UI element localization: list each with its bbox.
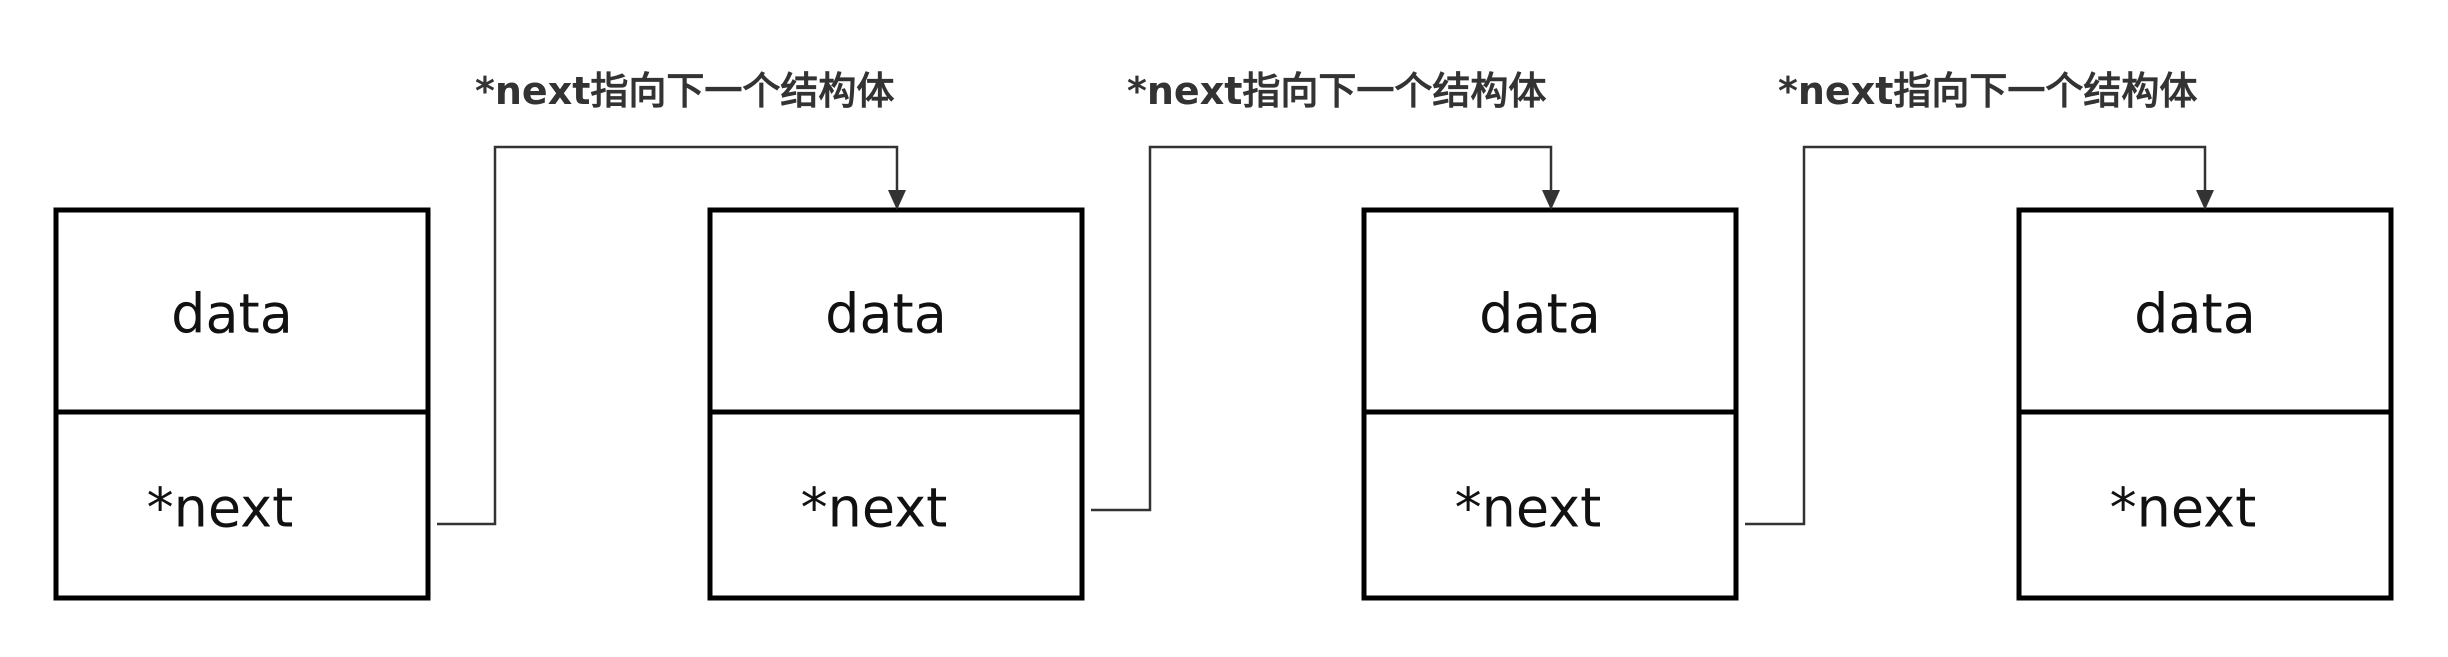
link-2-label: *next指向下一个结构体 — [1127, 69, 1546, 113]
node-3-next-field: *next — [1455, 477, 1602, 540]
node-1-box — [53, 207, 431, 601]
link-2: *next指向下一个结构体 — [1091, 69, 1560, 512]
node-4-next-field: *next — [2110, 477, 2257, 540]
link-1-connector — [437, 145, 899, 526]
link-3: *next指向下一个结构体 — [1745, 69, 2214, 526]
node-2-next-field: *next — [801, 477, 948, 540]
node-1-data-field: data — [171, 283, 293, 346]
link-1-arrowhead-icon — [888, 190, 906, 210]
node-1-next-field: *next — [147, 477, 294, 540]
node-4-data-field: data — [2134, 283, 2256, 346]
node-2: data *next — [707, 207, 1085, 601]
link-2-connector — [1091, 145, 1553, 512]
link-1-label: *next指向下一个结构体 — [475, 69, 894, 113]
node-3-box — [1361, 207, 1739, 601]
link-1: *next指向下一个结构体 — [437, 69, 906, 526]
node-2-box — [707, 207, 1085, 601]
link-2-arrowhead-icon — [1542, 190, 1560, 210]
link-3-label: *next指向下一个结构体 — [1778, 69, 2197, 113]
node-1: data *next — [53, 207, 431, 601]
node-2-data-field: data — [825, 283, 947, 346]
node-3: data *next — [1361, 207, 1739, 601]
node-4-box — [2016, 207, 2394, 601]
link-3-arrowhead-icon — [2196, 190, 2214, 210]
node-4: data *next — [2016, 207, 2394, 601]
link-3-connector — [1745, 145, 2207, 526]
node-3-data-field: data — [1479, 283, 1601, 346]
